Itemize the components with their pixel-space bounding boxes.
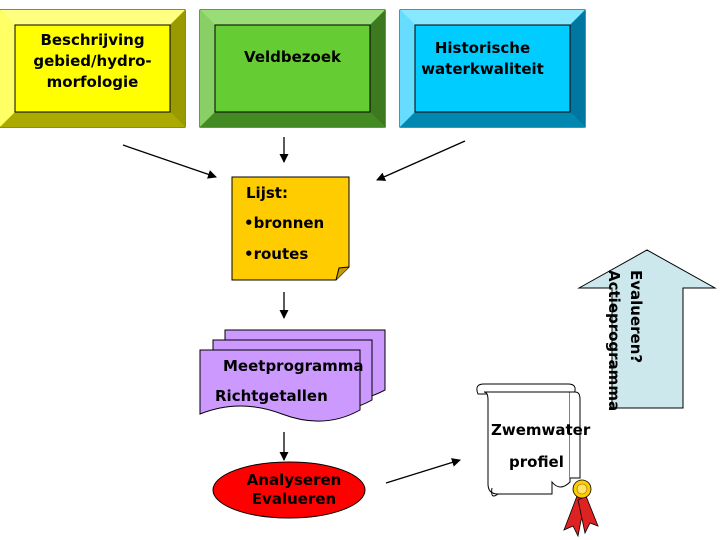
arrow-analyseren-to-profiel bbox=[385, 458, 461, 484]
veldbezoek-label: Veldbezoek bbox=[244, 48, 341, 66]
beschrijving-label: Beschrijving gebied/hydro- morfologie bbox=[15, 30, 170, 93]
lijst-item-bronnen: •bronnen bbox=[244, 214, 325, 232]
lijst-title: Lijst: bbox=[246, 184, 288, 202]
richtgetallen-label: Richtgetallen bbox=[215, 387, 328, 405]
zwemwater-label: Zwemwater bbox=[491, 421, 591, 439]
arrow-historische-to-lijst bbox=[376, 140, 466, 181]
beschrijving-line-3: morfologie bbox=[46, 73, 139, 91]
lijst-item-routes: •routes bbox=[244, 245, 309, 263]
historische-box bbox=[399, 9, 586, 128]
beschrijving-box bbox=[0, 9, 186, 128]
analyseren-line-2: Evalueren bbox=[251, 490, 337, 508]
evalueren-question: Evalueren? bbox=[627, 270, 645, 364]
beschrijving-line-2: gebied/hydro- bbox=[33, 52, 152, 70]
historische-line-2: waterkwaliteit bbox=[421, 60, 544, 78]
analyseren-oval-shape bbox=[212, 461, 366, 519]
meetprogramma-label: Meetprogramma bbox=[223, 357, 364, 375]
historische-line-1: Historische bbox=[434, 39, 531, 57]
profiel-scroll-shape bbox=[476, 383, 581, 497]
up-arrow-label: Evalueren? Actieprogramma bbox=[603, 270, 647, 411]
up-arrow-shape bbox=[577, 249, 717, 409]
analyseren-label: Analyseren Evalueren bbox=[224, 471, 364, 509]
analyseren-line-1: Analyseren bbox=[246, 471, 342, 489]
arrow-beschrijving-to-lijst bbox=[122, 144, 217, 179]
historische-label: Historische waterkwaliteit bbox=[405, 38, 560, 80]
actieprogramma-label: Actieprogramma bbox=[605, 270, 623, 412]
documents-shape bbox=[199, 329, 386, 422]
profiel-label: profiel bbox=[509, 453, 564, 471]
veldbezoek-box bbox=[199, 9, 386, 128]
beschrijving-line-1: Beschrijving bbox=[40, 31, 145, 49]
seal-icon bbox=[563, 479, 599, 538]
